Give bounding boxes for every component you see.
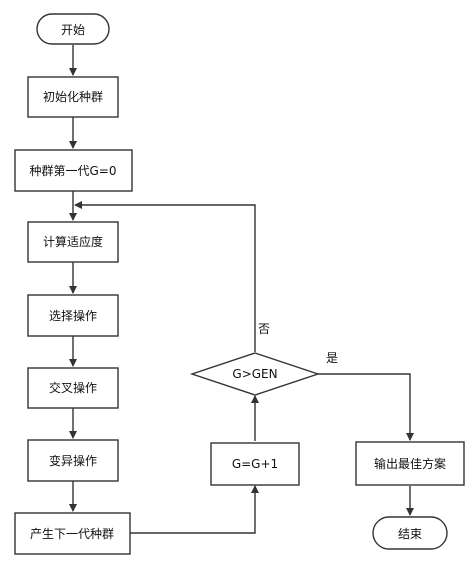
output-best-box [355, 441, 465, 486]
selection-box [27, 294, 119, 337]
decision-diamond [189, 352, 321, 396]
process-increment: G=G+1 [210, 442, 300, 486]
edge-next-gen-to-increment [130, 485, 259, 534]
next-generation-box [14, 512, 131, 555]
compute-fitness-box [27, 221, 119, 263]
process-first-generation: 种群第一代G=0 [14, 149, 133, 192]
first-generation-box [14, 149, 133, 192]
mutation-box [27, 439, 119, 482]
crossover-box [27, 367, 119, 409]
start-terminator: 开始 [36, 13, 110, 45]
start-shape [36, 13, 110, 45]
first-generation-label: 种群第一代G=0 [30, 164, 117, 178]
init-population-box [27, 76, 119, 118]
edge-decision-yes [318, 373, 414, 441]
process-compute-fitness: 计算适应度 [27, 221, 119, 263]
process-selection: 选择操作 [27, 294, 119, 337]
process-init-population: 初始化种群 [27, 76, 119, 118]
process-mutation: 变异操作 [27, 439, 119, 482]
mutation-label: 变异操作 [49, 453, 97, 468]
start-label: 开始 [61, 23, 85, 37]
process-output-best: 输出最佳方案 [355, 441, 465, 486]
decision-label: G>GEN [232, 367, 277, 381]
edges [69, 45, 414, 534]
process-crossover: 交叉操作 [27, 367, 119, 409]
compute-fitness-label: 计算适应度 [43, 234, 103, 249]
next-generation-label: 产生下一代种群 [30, 527, 114, 541]
decision-yes-label: 是 [326, 351, 338, 365]
increment-label: G=G+1 [232, 457, 278, 471]
decision-no-label: 否 [258, 322, 270, 336]
end-terminator: 结束 [372, 516, 448, 550]
process-next-generation: 产生下一代种群 [14, 512, 131, 555]
crossover-label: 交叉操作 [49, 380, 97, 395]
edge-decision-no-loop [74, 201, 256, 352]
end-label: 结束 [398, 527, 422, 541]
output-best-label: 输出最佳方案 [374, 456, 446, 471]
decision-node: G>GEN [189, 352, 321, 396]
selection-label: 选择操作 [49, 308, 97, 323]
init-population-label: 初始化种群 [43, 90, 103, 104]
end-shape [372, 516, 448, 550]
increment-box [210, 442, 300, 486]
